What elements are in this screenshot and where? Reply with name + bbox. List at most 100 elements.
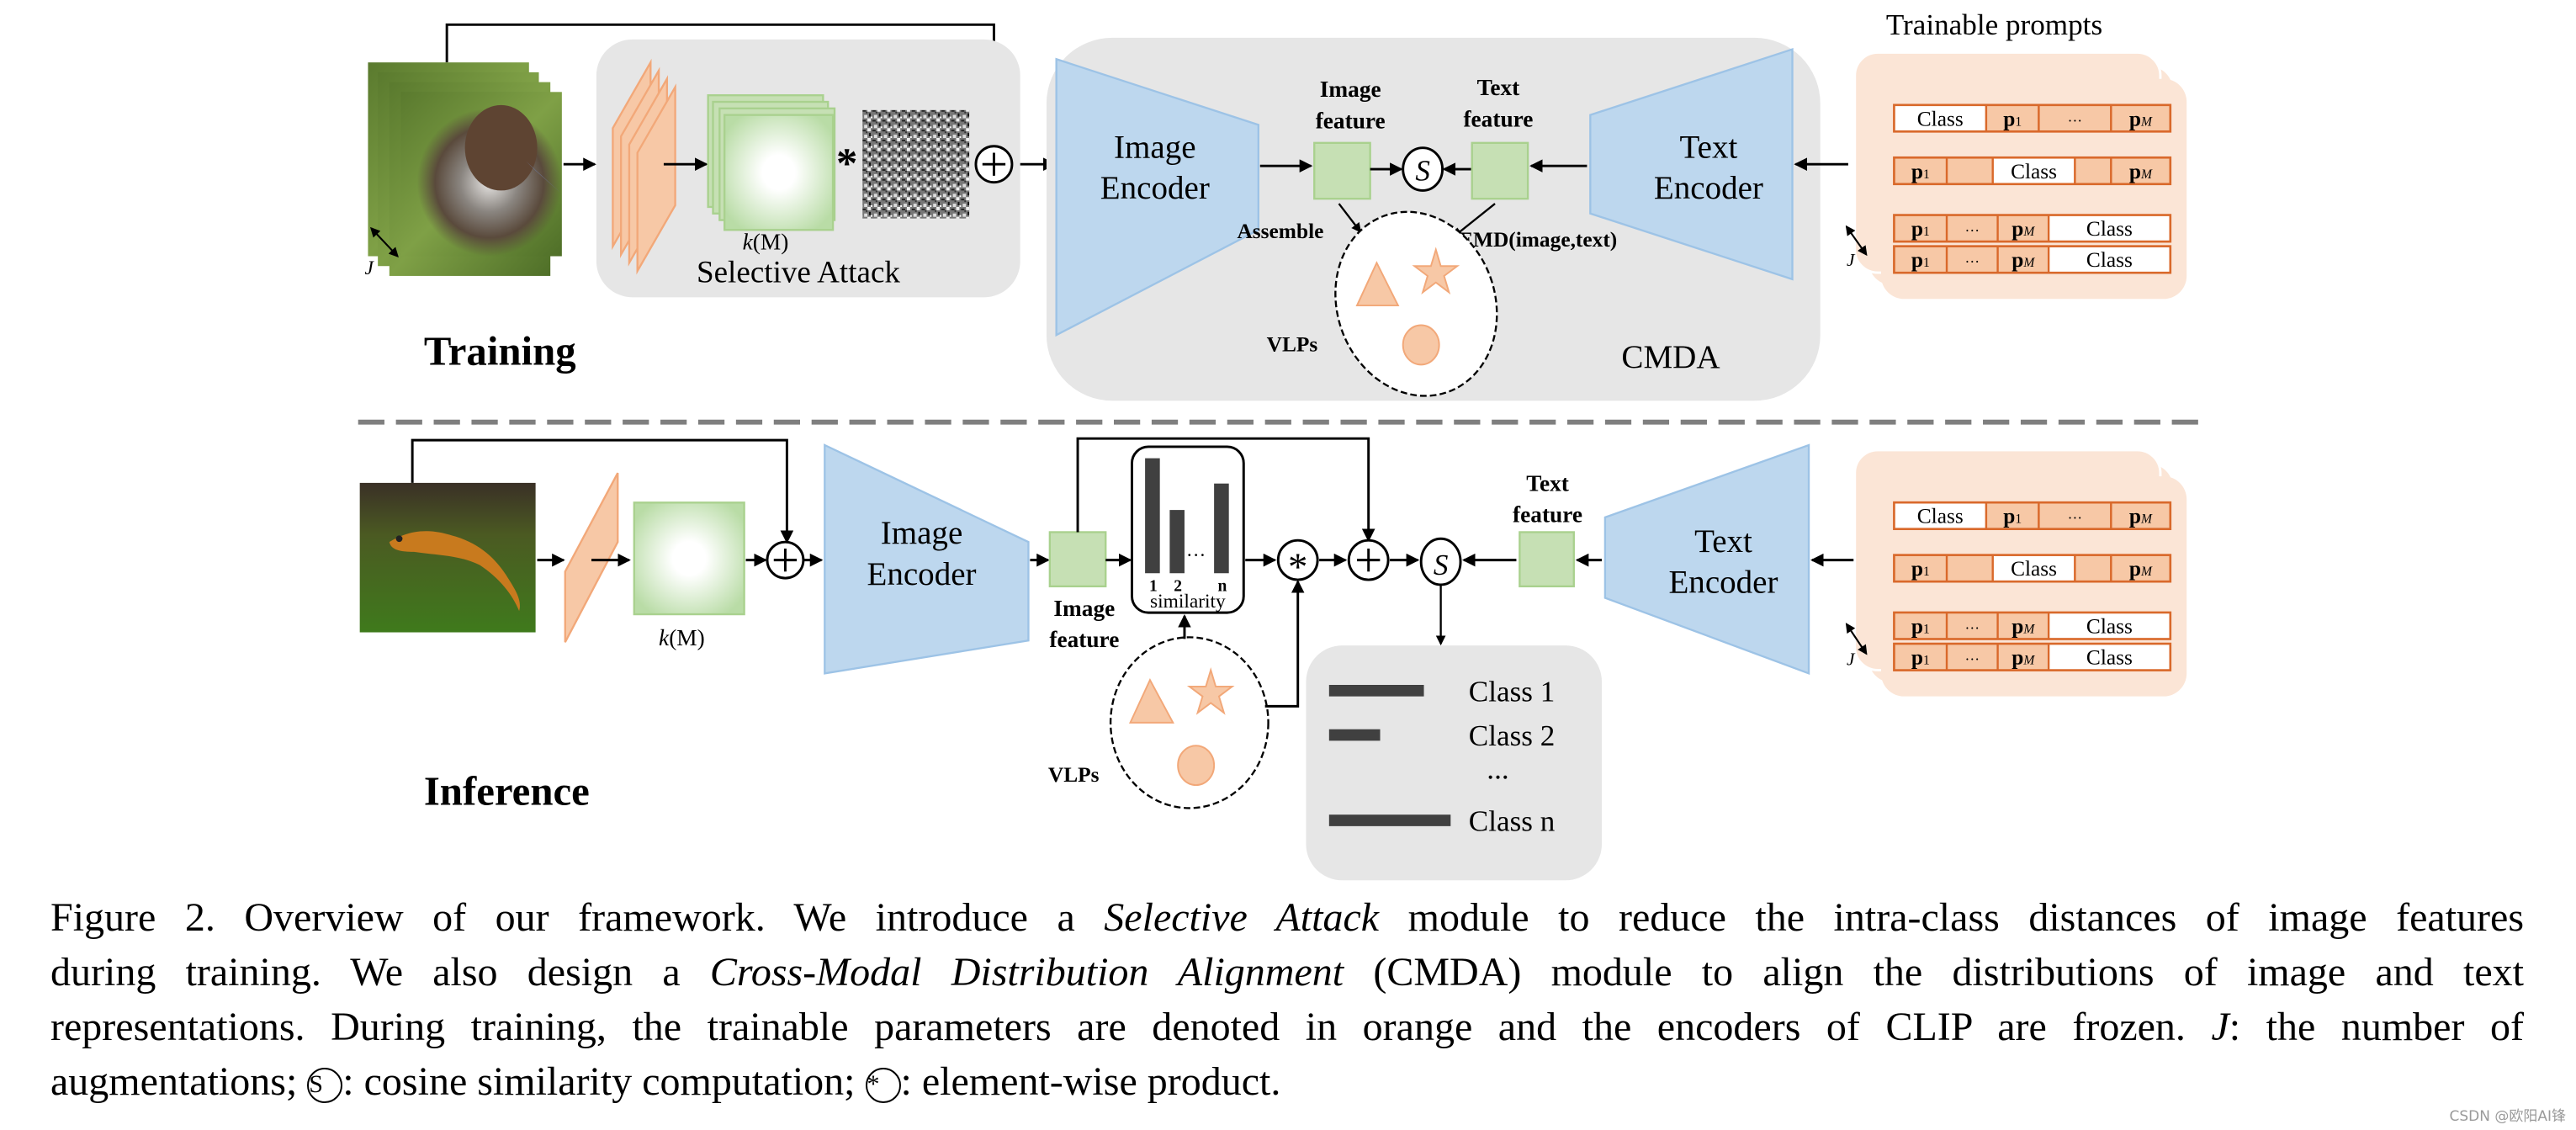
prompt-layer-front [1880,476,2187,697]
triangle-prototype-inference [1129,677,1174,724]
input-image-stack-duck [368,62,562,276]
prompt-token-text: pM [2129,160,2153,183]
figure-caption: Figure 2. Overview of our framework. We … [50,890,2524,1109]
prompt-token [1945,554,1994,583]
prompt-token: pM [1996,611,2050,640]
prompt-token [2074,554,2112,583]
vlps-label-train: VLPs [1267,333,1318,357]
cosine-similarity-operator-train: S [1402,146,1444,192]
assemble-label: Assemble [1237,220,1323,243]
prompt-token-text: Class [2086,646,2133,670]
augmentation-count-indicator-prompts-inference: J [1845,623,1868,670]
prompt-token-text: pM [2129,505,2153,528]
add-operator-train [974,145,1014,184]
prompt-token: pM [1996,245,2050,274]
text-encoder-train [1589,47,1794,281]
vlps-label-inference: VLPs [1048,763,1100,787]
inference-label: Inference [424,769,590,814]
prompt-token: p1 [1893,214,1948,243]
caption-line: during training. We also design a Cross-… [50,950,2524,995]
add-operator-final [1347,538,1390,581]
class-score-bar [1328,729,1381,741]
cosine-similarity-operator-inference: S [1419,537,1462,586]
bar-label-n: n [1217,578,1227,596]
prompt-token-text: ··· [1965,222,1980,239]
prompt-row: p1 ···pM Class [1893,642,2172,671]
add-operator-inference [766,540,805,580]
prompt-token-text: p1 [1911,646,1930,670]
prompt-token: ··· [1945,611,1999,640]
prompt-token: pM [2110,554,2171,583]
prompt-token-text: p1 [1911,160,1930,183]
prompt-token: ··· [1945,643,1999,671]
prompt-row: p1 Class pM [1893,554,2172,583]
svg-text:S: S [1415,155,1430,188]
class-score-bar [1328,814,1451,826]
prompt-token: p1 [1893,611,1948,640]
image-feature-inference-label-1: Image [1053,596,1115,621]
prompt-token-text: ··· [1965,620,1980,637]
triangle-prototype [1355,261,1400,307]
class-label: Class n [1469,805,1556,838]
cmda-label: CMDA [1621,339,1720,375]
input-image-newt [359,482,536,633]
svg-text:J: J [1847,250,1856,270]
image-feature-inference-label-2: feature [1049,627,1119,652]
prompt-token-text: Class [2086,615,2133,639]
emd-arrow [1452,203,1496,238]
similarity-bar [1145,458,1160,574]
prompt-row: p1 ··· pM Class [1893,214,2172,243]
watermark: CSDN @欧阳AI锋 [2449,1108,2566,1125]
prompt-token: p1 [1893,245,1948,274]
text-feature-label-2: feature [1463,106,1533,131]
prompt-token: pM [2110,157,2171,185]
prompt-token-text: Class [2086,248,2133,272]
emd-label: EMD(image,text) [1459,228,1617,252]
prompt-row: p1 Class pM [1893,156,2172,186]
text-feature-label-1: Text [1477,75,1520,100]
prompt-token-text: Class [1917,505,1964,528]
image-feature-box-inference [1048,531,1107,588]
text-encoder-inference-label-1: Text [1694,523,1752,560]
prompt-token: ··· [2038,103,2112,133]
svg-text:*: * [1288,545,1307,589]
prompt-token-text: Class [2011,160,2057,183]
image-encoder-label-2: Encoder [1100,170,1210,206]
bar-label-1: 1 [1149,578,1158,596]
prompt-token: ··· [1945,214,1999,243]
class-score-row: Class n [1328,805,1556,838]
training-label: Training [424,328,576,374]
text-encoder-inference [1603,443,1810,676]
orange-generator-planes [612,58,676,275]
prompt-token-text: p1 [1911,557,1930,581]
caption-line: Figure 2. Overview of our framework. We … [50,895,2525,940]
image-encoder-inference-label-1: Image [881,515,963,551]
prompt-token-text: ··· [2068,112,2083,129]
selective-attack-label: Selective Attack [697,256,900,290]
class-score-row: ... [1487,752,1508,785]
svg-text:S: S [1434,549,1449,581]
text-feature-box [1471,141,1529,200]
noise-perturbation [862,109,970,219]
similarity-bar [1214,483,1229,574]
prompt-token: Class [1991,554,2076,583]
prompt-token-text: pM [2012,615,2035,639]
prompt-token: pM [1996,643,2050,671]
prompt-token: pM [1996,214,2050,243]
prompt-token [2074,157,2112,185]
prompt-token-text: pM [2129,557,2153,581]
skip-connection-arrow-inference [411,438,794,544]
prompt-token: Class [2047,643,2171,671]
prompt-token: Class [1893,501,1988,530]
prompt-token: p1 [1893,554,1948,583]
star-prototype-inference [1186,667,1235,715]
prompt-token: Class [1893,103,1988,133]
prompt-token-text: Class [2086,217,2133,241]
arrow-vlps-to-mul [1264,580,1305,708]
J-label: J [365,257,375,279]
text-encoder-inference-label-2: Encoder [1668,565,1778,601]
image-encoder-train [1055,57,1260,337]
mask-label-inference: k(M) [659,625,705,650]
